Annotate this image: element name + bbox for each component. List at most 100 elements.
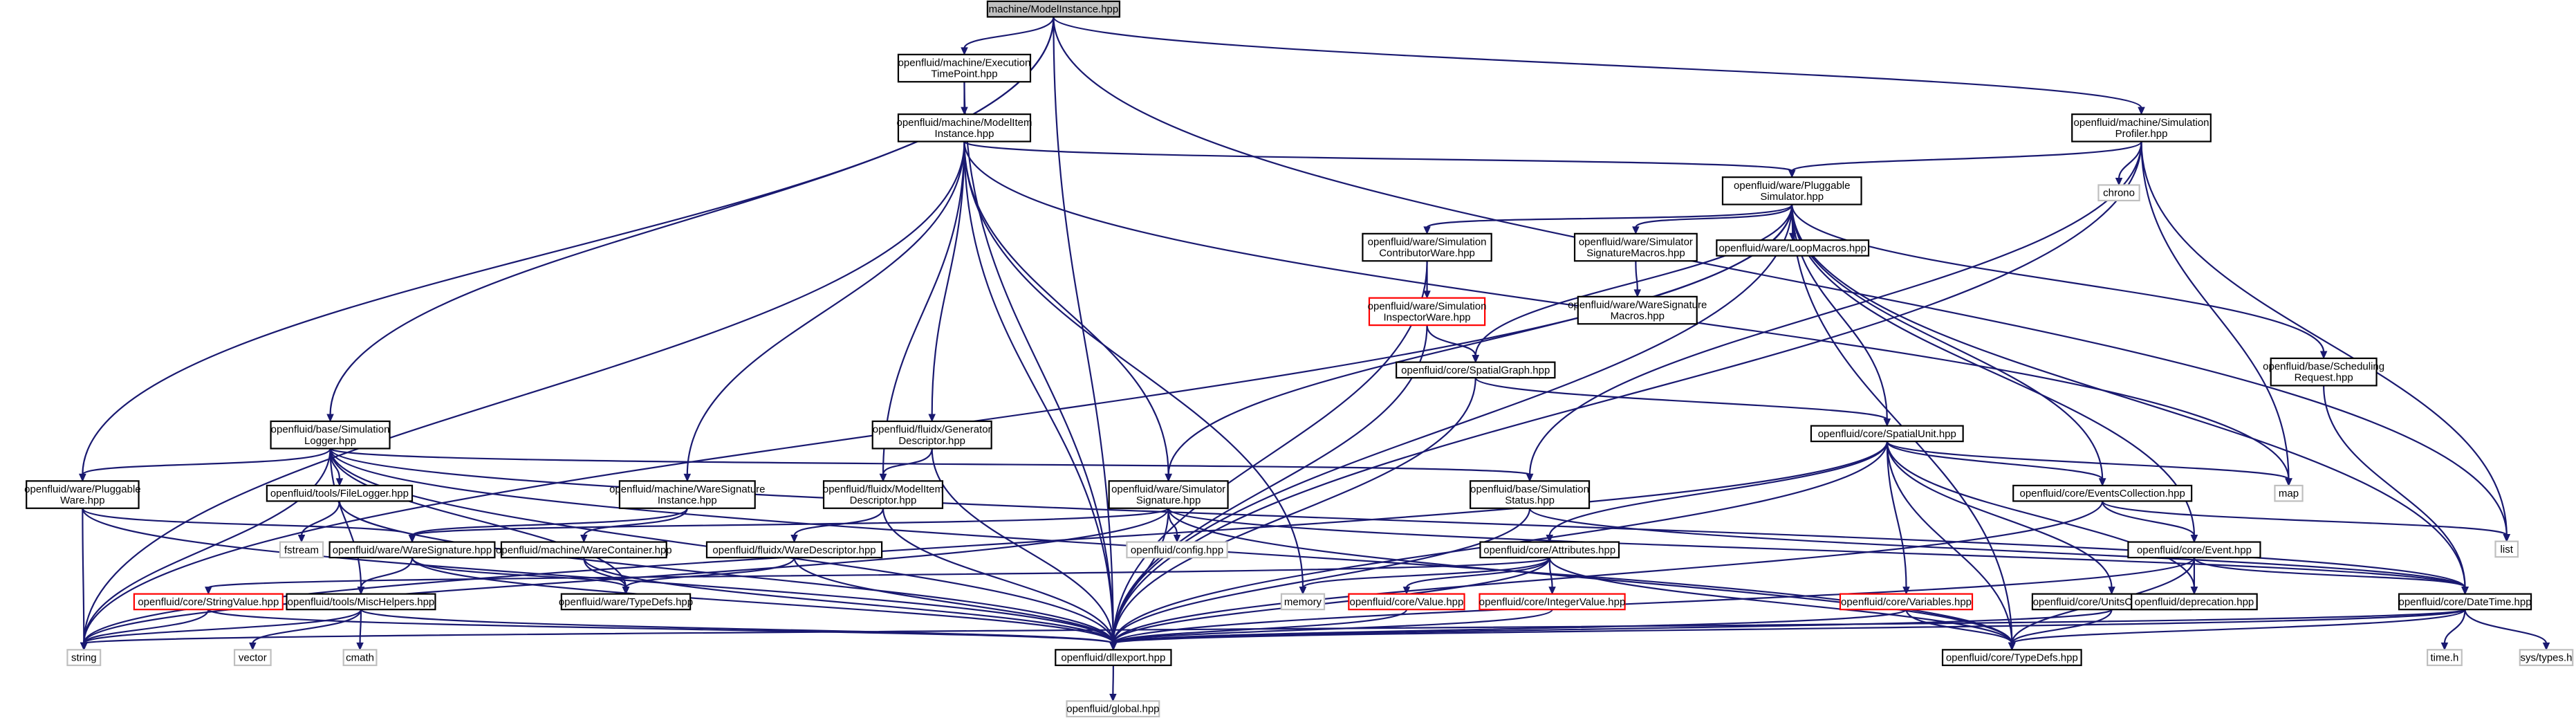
edge-n15-to-n30 bbox=[1546, 441, 1888, 543]
node-openfluid-config-hpp: openfluid/config.hpp bbox=[1126, 541, 1228, 559]
node-openfluid-tools-mischelpers-hpp[interactable]: openfluid/tools/MiscHelpers.hpp bbox=[286, 593, 436, 611]
node-machine-modelinstance-hpp[interactable]: machine/ModelInstance.hpp bbox=[986, 0, 1121, 18]
node-openfluid-ware-loopmacros-hpp[interactable]: openfluid/ware/LoopMacros.hpp bbox=[1716, 239, 1870, 257]
node-label-line: openfluid/core/Variables.hpp bbox=[1841, 596, 1972, 608]
edge-n0-to-n1 bbox=[961, 17, 1055, 56]
node-vector: vector bbox=[233, 649, 272, 666]
edge-n4-to-n41 bbox=[1791, 204, 2469, 595]
node-openfluid-tools-filelogger-hpp[interactable]: openfluid/tools/FileLogger.hpp bbox=[266, 484, 414, 502]
node-openfluid-ware-simulation-contributorware-hpp[interactable]: openfluid/ware/SimulationContributorWare… bbox=[1362, 232, 1492, 262]
edge-n41-to-n48 bbox=[2464, 609, 2550, 651]
node-label-line: openfluid/base/Scheduling bbox=[2263, 361, 2384, 373]
edge-n2-to-n18 bbox=[683, 141, 965, 482]
edge-n31-to-n41 bbox=[2193, 557, 2469, 595]
node-label-line: Status.hpp bbox=[1505, 495, 1555, 506]
edge-n4-to-n7 bbox=[1632, 204, 1793, 235]
edge-n33-to-n42 bbox=[80, 609, 362, 651]
node-openfluid-core-typedefs-hpp[interactable]: openfluid/core/TypeDefs.hpp bbox=[1941, 649, 2082, 666]
node-label-line: openfluid/dllexport.hpp bbox=[1061, 652, 1165, 664]
edge-n2-to-n14 bbox=[928, 141, 965, 423]
node-openfluid-core-value-hpp[interactable]: openfluid/core/Value.hpp bbox=[1348, 593, 1465, 611]
edge-n26-to-n34 bbox=[411, 557, 630, 595]
node-label-line: sys/types.h bbox=[2521, 652, 2573, 664]
node-openfluid-core-event-hpp[interactable]: openfluid/core/Event.hpp bbox=[2127, 541, 2261, 559]
edge-n15-to-n23 bbox=[1886, 441, 2292, 487]
edge-n31-to-n40 bbox=[2190, 558, 2198, 595]
node-label-line: openfluid/fluidx/ModelItem bbox=[823, 484, 943, 495]
node-list: list bbox=[2494, 540, 2519, 558]
edge-n33-to-n43 bbox=[249, 609, 362, 651]
edge-n9-to-n12 bbox=[1426, 325, 1480, 363]
edge-n3-to-n24 bbox=[2140, 141, 2510, 542]
node-openfluid-deprecation-hpp[interactable]: openfluid/deprecation.hpp bbox=[2131, 593, 2258, 611]
node-openfluid-ware-waresignature-hpp[interactable]: openfluid/ware/WareSignature.hpp bbox=[328, 541, 496, 559]
node-openfluid-machine-warecontainer-hpp[interactable]: openfluid/machine/WareContainer.hpp bbox=[496, 541, 672, 559]
node-label-line: time.h bbox=[2430, 652, 2458, 664]
edge-n38-to-n46 bbox=[1905, 609, 2016, 651]
node-label-line: openfluid/ware/TypeDefs.hpp bbox=[559, 596, 693, 608]
node-openfluid-core-datetime-hpp[interactable]: openfluid/core/DateTime.hpp bbox=[2398, 593, 2532, 611]
edge-n20-to-n41 bbox=[1167, 508, 2469, 595]
edge-n30-to-n35 bbox=[1299, 557, 1550, 595]
node-label-line: Request.hpp bbox=[2295, 372, 2353, 384]
node-label-line: openfluid/machine/ModelItem bbox=[897, 117, 1032, 129]
node-label-line: openfluid/deprecation.hpp bbox=[2135, 596, 2254, 608]
node-label-line: Ware.hpp bbox=[60, 495, 104, 506]
node-label-line: Simulator.hpp bbox=[1760, 191, 1824, 203]
node-openfluid-machine-waresignature-instance-hpp[interactable]: openfluid/machine/WareSignatureInstance.… bbox=[609, 480, 766, 509]
node-label-line: openfluid/tools/FileLogger.hpp bbox=[270, 488, 409, 499]
node-label-line: openfluid/machine/WareContainer.hpp bbox=[496, 544, 672, 556]
node-label-line: openfluid/core/Attributes.hpp bbox=[1483, 544, 1615, 556]
edge-n2-to-n4 bbox=[963, 140, 1796, 178]
node-openfluid-core-variables-hpp[interactable]: openfluid/core/Variables.hpp bbox=[1839, 593, 1974, 611]
edge-n13-to-n21 bbox=[329, 448, 1534, 482]
node-openfluid-core-spatialgraph-hpp[interactable]: openfluid/core/SpatialGraph.hpp bbox=[1396, 361, 1556, 379]
node-openfluid-ware-simulator-signaturemacros-hpp[interactable]: openfluid/ware/SimulatorSignatureMacros.… bbox=[1573, 232, 1698, 262]
node-openfluid-core-eventscollection-hpp[interactable]: openfluid/core/EventsCollection.hpp bbox=[2012, 484, 2193, 502]
node-openfluid-core-spatialunit-hpp[interactable]: openfluid/core/SpatialUnit.hpp bbox=[1810, 425, 1964, 443]
node-label-line: openfluid/core/IntegerValue.hpp bbox=[1479, 596, 1626, 608]
edge-n30-to-n37 bbox=[1548, 558, 1556, 595]
node-label-line: Instance.hpp bbox=[935, 128, 994, 140]
node-openfluid-fluidx-waredescriptor-hpp[interactable]: openfluid/fluidx/WareDescriptor.hpp bbox=[705, 541, 883, 559]
node-label-line: fstream bbox=[284, 544, 319, 556]
node-label-line: openfluid/fluidx/Generator bbox=[873, 424, 992, 436]
node-openfluid-dllexport-hpp[interactable]: openfluid/dllexport.hpp bbox=[1055, 649, 1172, 666]
edge-n16-to-n26 bbox=[82, 508, 416, 543]
edge-n13-to-n16 bbox=[79, 448, 331, 482]
node-chrono: chrono bbox=[2097, 184, 2140, 202]
node-label-line: openfluid/tools/MiscHelpers.hpp bbox=[288, 596, 435, 608]
node-label-line: Logger.hpp bbox=[304, 435, 356, 447]
node-label-line: openfluid/ware/Simulation bbox=[1368, 300, 1487, 312]
node-openfluid-ware-typedefs-hpp[interactable]: openfluid/ware/TypeDefs.hpp bbox=[559, 593, 693, 611]
node-label-line: openfluid/ware/Pluggable bbox=[24, 484, 140, 495]
node-openfluid-core-stringvalue-hpp[interactable]: openfluid/core/StringValue.hpp bbox=[133, 593, 284, 611]
node-label-line: memory bbox=[1284, 596, 1322, 608]
node-label-line: list bbox=[2501, 544, 2514, 555]
node-label-line: SignatureMacros.hpp bbox=[1586, 248, 1685, 259]
edge-n2-to-n20 bbox=[963, 141, 1172, 482]
node-label-line: openfluid/base/Simulation bbox=[271, 424, 390, 436]
edge-n14-to-n19 bbox=[879, 448, 933, 482]
node-label-line: Profiler.hpp bbox=[2115, 128, 2168, 140]
node-openfluid-core-integervalue-hpp[interactable]: openfluid/core/IntegerValue.hpp bbox=[1479, 593, 1626, 611]
edge-n20-to-n26 bbox=[408, 507, 1169, 543]
node-openfluid-ware-simulation-inspectorware-hpp[interactable]: openfluid/ware/SimulationInspectorWare.h… bbox=[1368, 297, 1487, 326]
node-label-line: Descriptor.hpp bbox=[898, 435, 965, 447]
node-label-line: ContributorWare.hpp bbox=[1379, 248, 1475, 259]
edge-n41-to-n45 bbox=[1109, 609, 2466, 651]
node-openfluid-core-attributes-hpp[interactable]: openfluid/core/Attributes.hpp bbox=[1479, 541, 1620, 559]
node-label-line: Macros.hpp bbox=[1611, 311, 1665, 322]
